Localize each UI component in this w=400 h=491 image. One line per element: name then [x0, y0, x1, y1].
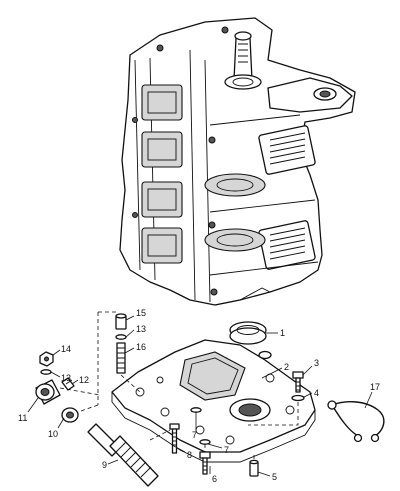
callout-7b: 7 — [224, 445, 229, 455]
callout-17: 17 — [370, 382, 380, 392]
washer-7b — [199, 439, 211, 445]
callout-12: 12 — [79, 375, 89, 385]
washer-4 — [291, 394, 305, 402]
callout-5: 5 — [272, 472, 277, 482]
washer-13b — [115, 334, 127, 340]
nut-10 — [61, 407, 79, 423]
clamp-11 — [35, 379, 61, 405]
cylinder-block — [119, 17, 356, 306]
leader-lines — [27, 315, 373, 477]
callout-14: 14 — [61, 344, 71, 354]
nut-14 — [39, 351, 54, 367]
bolt-3 — [292, 371, 304, 393]
callout-3: 3 — [314, 358, 319, 368]
bolt-6 — [199, 451, 211, 475]
spacer-15 — [115, 313, 127, 330]
callout-13b: 13 — [136, 324, 146, 334]
screw-12 — [61, 377, 75, 391]
callout-11: 11 — [18, 413, 27, 423]
callout-4: 4 — [314, 388, 319, 398]
callout-9: 9 — [102, 460, 107, 470]
washer-13a — [40, 369, 52, 375]
callout-labels: 1 2 3 4 5 6 7 7 8 9 10 11 12 13 13 14 15… — [18, 308, 380, 484]
stud-16 — [116, 342, 126, 374]
callout-1: 1 — [280, 328, 285, 338]
pin-5 — [249, 459, 259, 477]
callout-16: 16 — [136, 342, 146, 352]
callout-7a: 7 — [192, 430, 197, 440]
callout-8: 8 — [187, 450, 192, 460]
sensor-harness-17 — [327, 400, 385, 443]
assembly-lines — [59, 311, 299, 462]
callout-13a: 13 — [61, 373, 71, 383]
bolt-8 — [169, 423, 180, 454]
callout-10: 10 — [48, 429, 58, 439]
callout-15: 15 — [136, 308, 146, 318]
stud-9 — [87, 423, 159, 487]
seal-ring — [229, 321, 267, 345]
callout-2: 2 — [284, 362, 289, 372]
washer-7a — [190, 407, 202, 413]
callout-6: 6 — [212, 474, 217, 484]
base-plate — [111, 339, 316, 463]
